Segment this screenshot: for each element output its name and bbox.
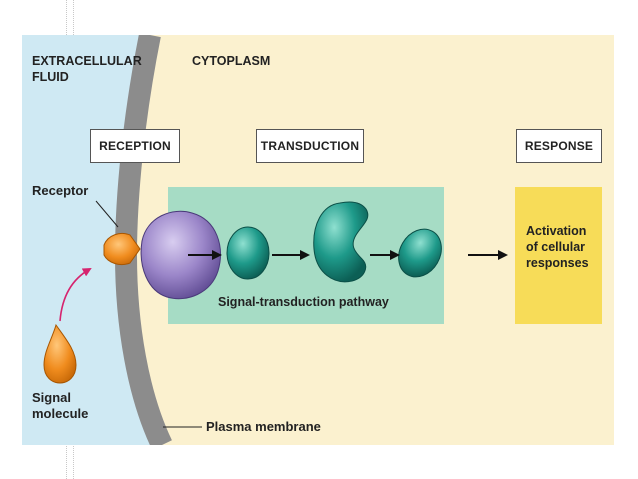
binding-arrow (59, 268, 92, 322)
cytoplasm-label: CYTOPLASM (192, 54, 270, 68)
bound-signal-molecule (103, 232, 141, 266)
free-signal-molecule (43, 323, 77, 384)
signal-molecule-label-line1: Signal (32, 390, 72, 405)
signal-molecule-label-line2: molecule (32, 406, 89, 421)
stage-reception: RECEPTION (90, 129, 180, 163)
pathway-label: Signal-transduction pathway (218, 295, 389, 309)
response-label-line3: responses (526, 256, 589, 270)
receptor-leader-line (95, 200, 119, 228)
response-box (515, 187, 602, 324)
response-label-line2: of cellular (526, 240, 586, 254)
receptor-protein (140, 210, 221, 300)
response-label-line1: Activation (526, 224, 587, 238)
relay-protein-3 (398, 228, 442, 278)
extracellular-label-line2: FLUID (32, 70, 69, 84)
stage-response: RESPONSE (516, 129, 602, 163)
relay-protein-2 (313, 201, 369, 283)
extracellular-label-line1: EXTRACELLULAR (32, 54, 142, 68)
stage-transduction: TRANSDUCTION (256, 129, 364, 163)
relay-protein-1 (226, 226, 270, 280)
cell-signaling-diagram: EXTRACELLULAR FLUID CYTOPLASM RECEPTION … (22, 35, 614, 445)
plasma-membrane-label: Plasma membrane (206, 419, 321, 434)
receptor-label: Receptor (32, 183, 89, 198)
